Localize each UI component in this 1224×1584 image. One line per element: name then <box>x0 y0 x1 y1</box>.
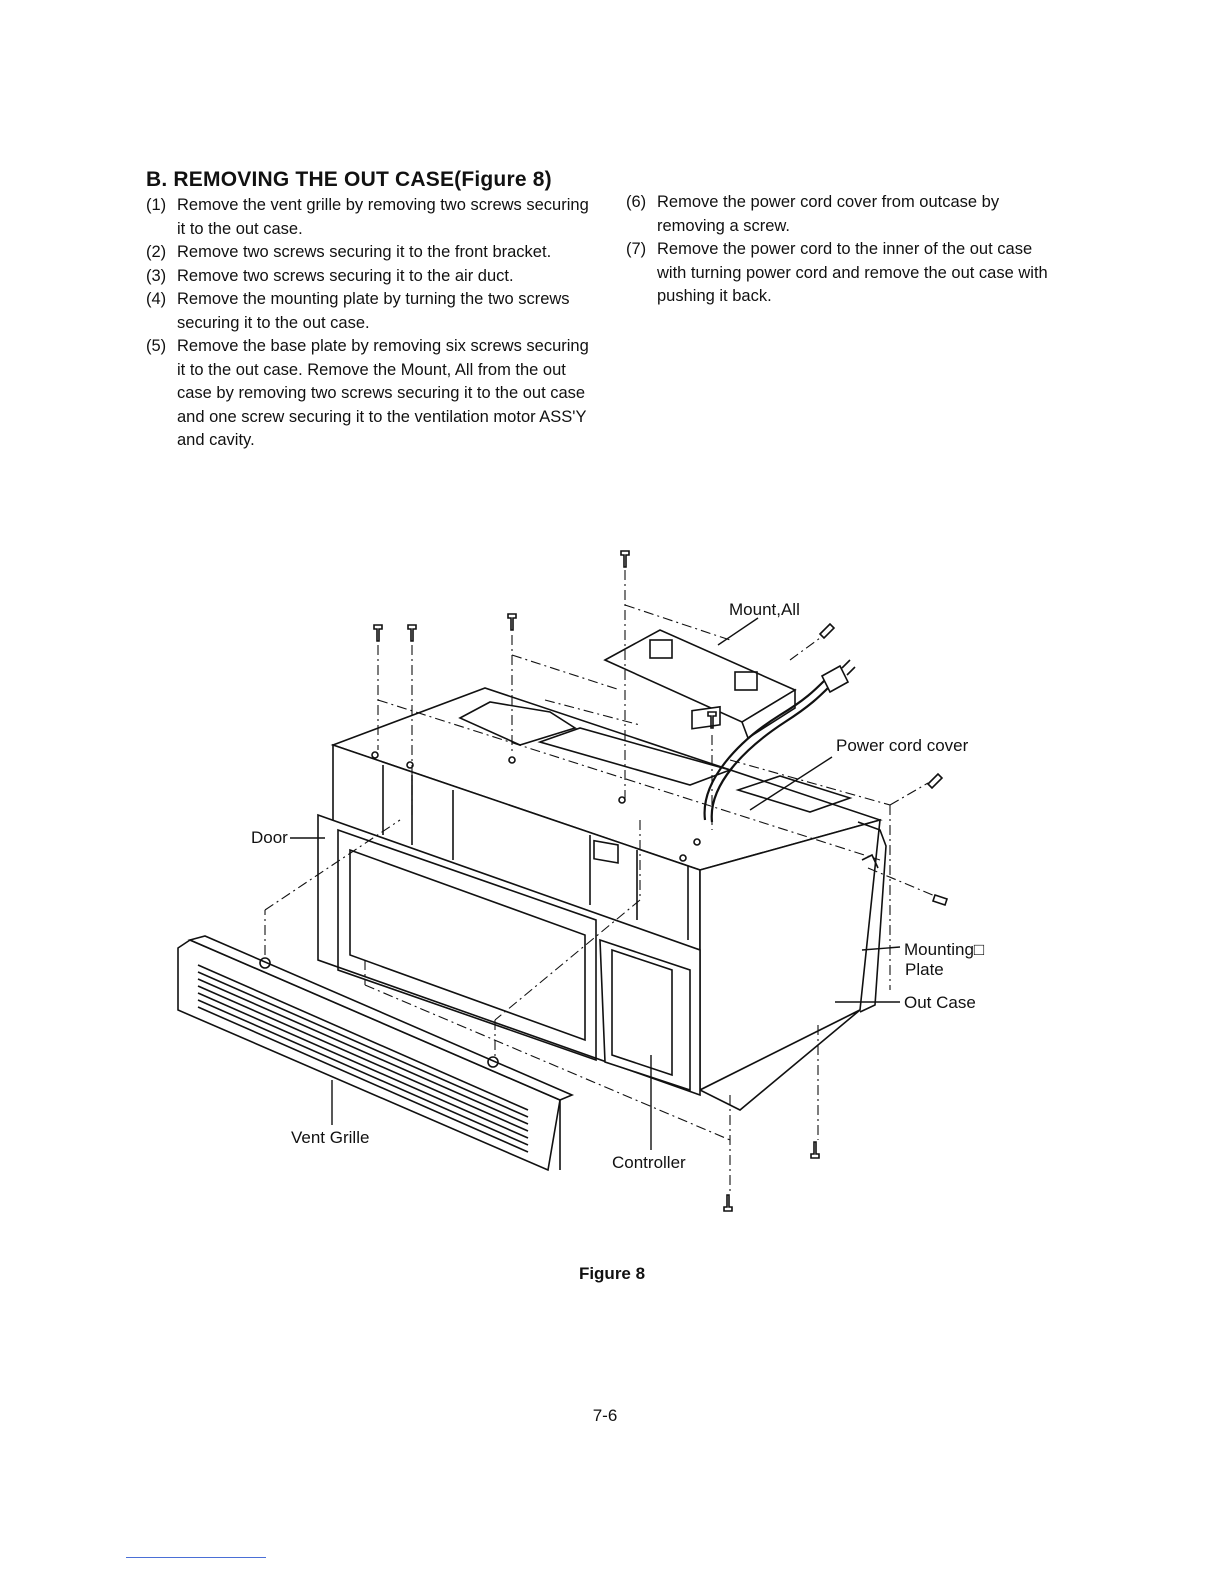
step-number: (6) <box>626 193 647 211</box>
step-item: (1) Remove the vent grille by removing tw… <box>146 194 596 241</box>
page-number: 7-6 <box>592 1406 618 1425</box>
exploded-diagram: Mount,All Power cord cover Door Mounting… <box>0 540 1224 1240</box>
dashed-guide-lines <box>264 570 936 1195</box>
label-controller: Controller <box>612 1153 686 1172</box>
label-out-case: Out Case <box>904 993 976 1012</box>
section-heading: B. REMOVING THE OUT CASE(Figure 8) <box>146 168 552 191</box>
exploded-view-drawing <box>177 550 949 1212</box>
footer-rule <box>126 1557 266 1558</box>
label-mounting: Mounting□ <box>904 940 985 959</box>
label-power-cord-cover: Power cord cover <box>836 736 969 755</box>
mounting-plate-part <box>857 821 887 1013</box>
step-text: Remove two screws securing it to the air… <box>177 266 514 285</box>
label-vent-grille: Vent Grille <box>291 1128 370 1147</box>
step-item: (5) Remove the base plate by removing six… <box>146 335 596 453</box>
step-text: Remove the power cord cover from outcase… <box>657 193 1000 235</box>
step-text: Remove the base plate by removing six sc… <box>177 337 589 449</box>
out-case-body <box>330 687 883 1111</box>
step-number: (2) <box>146 243 167 261</box>
step-number: (1) <box>146 196 167 214</box>
step-text: Remove the power cord to the inner of th… <box>657 240 1048 305</box>
step-number: (7) <box>626 240 647 258</box>
mount-all-part <box>603 629 797 740</box>
figure-caption: Figure 8 <box>578 1264 646 1283</box>
step-item: (7) Remove the power cord to the inner of… <box>626 238 1066 309</box>
step-number: (5) <box>146 337 167 355</box>
step-text: Remove two screws securing it to the fro… <box>177 243 552 261</box>
power-cord-part <box>691 659 856 823</box>
leader-lines <box>290 617 901 1150</box>
step-item: (2) Remove two screws securing it to the … <box>146 241 596 265</box>
step-item: (6) Remove the power cord cover from outc… <box>626 191 1066 238</box>
step-number: (3) <box>146 266 167 285</box>
step-text: Remove the mounting plate by turning the… <box>177 290 570 332</box>
step-item: (3) Remove two screws securing it to the … <box>146 265 596 289</box>
vent-grille-part <box>177 935 575 1172</box>
screws <box>373 550 949 1212</box>
label-mount-all: Mount,All <box>729 600 800 619</box>
label-door: Door <box>251 828 288 847</box>
step-text: Remove the vent grille by removing two s… <box>177 196 589 238</box>
label-plate: Plate <box>905 960 944 979</box>
step-item: (4) Remove the mounting plate by turning … <box>146 288 596 335</box>
step-number: (4) <box>146 290 167 308</box>
steps-list-right: (6) Remove the power cord cover from outc… <box>626 191 1066 309</box>
door-part <box>317 813 701 1097</box>
steps-list-left: (1) Remove the vent grille by removing tw… <box>146 194 596 453</box>
